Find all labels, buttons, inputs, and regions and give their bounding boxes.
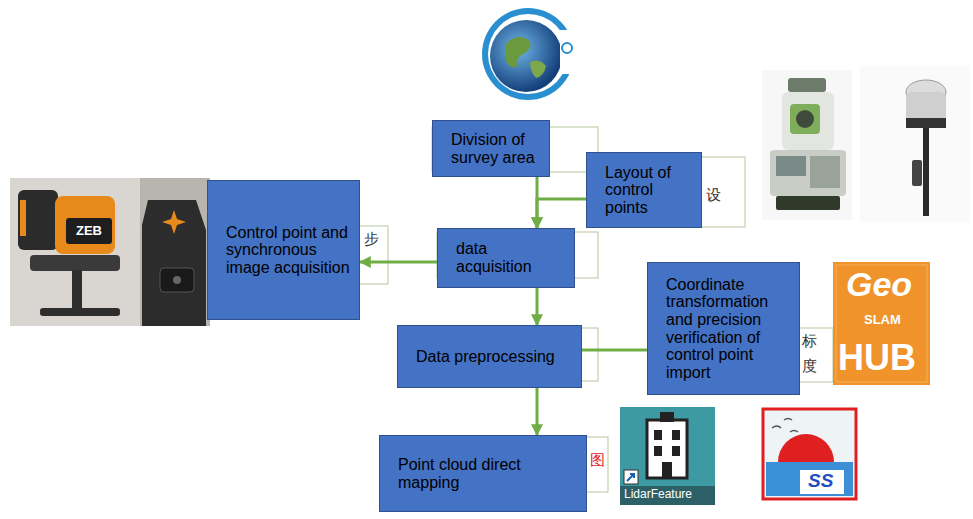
globe-logo — [530, 61, 546, 78]
gnss-receiver-photo — [923, 128, 929, 216]
geoslam-hub-logo — [833, 262, 930, 385]
lidarfeature-icon — [620, 407, 715, 505]
box-text: Layout of control points — [605, 164, 693, 217]
lidarfeature-icon — [654, 430, 662, 440]
box-text: Coordinate transformation and precision … — [666, 276, 791, 382]
geoslam-hub-logo — [833, 262, 930, 385]
gnss-receiver-photo — [860, 66, 970, 222]
process-box: Control point and synchronous image acqu… — [207, 180, 360, 320]
scanner-photo — [18, 190, 58, 250]
lidarfeature-icon — [660, 412, 674, 422]
scanner-photo — [55, 196, 115, 254]
scanner-photo — [30, 255, 120, 271]
total-station-photo — [762, 70, 852, 220]
label-text: 图 — [590, 452, 605, 469]
ss-icon — [778, 434, 834, 462]
ss-icon — [772, 419, 798, 433]
lidarfeature-icon — [620, 486, 715, 505]
globe-logo — [562, 43, 572, 53]
process-box: Division of survey area — [432, 120, 550, 177]
flow-connector — [536, 288, 539, 325]
ss-icon — [766, 462, 853, 496]
process-box: Coordinate transformation and precision … — [647, 262, 800, 395]
geoslam-hub-logo — [836, 265, 927, 382]
label-text: LidarFeature — [624, 488, 692, 501]
ss-icon — [763, 409, 856, 499]
ss-icon — [800, 470, 844, 494]
scanner-photo — [173, 276, 181, 284]
label-text: Geo — [846, 266, 912, 303]
total-station-photo — [790, 104, 820, 134]
total-station-photo — [788, 78, 826, 92]
scanner-photo — [142, 200, 206, 326]
total-station-photo — [776, 196, 840, 210]
label-text: SS — [808, 471, 833, 492]
bracket-outline — [432, 127, 598, 172]
label-text: SLAM — [864, 313, 901, 327]
lidarfeature-icon — [647, 420, 687, 478]
globe-logo — [490, 20, 562, 92]
scanner-photo — [10, 178, 210, 326]
process-box: Data preprocessing — [397, 325, 582, 388]
lidarfeature-icon — [624, 470, 638, 484]
scanner-photo — [10, 178, 210, 326]
gnss-receiver-photo — [860, 66, 970, 222]
scanner-photo — [140, 178, 210, 326]
label-text: 度 — [802, 358, 817, 375]
label-text: ZEB — [76, 224, 102, 238]
process-box: Layout of control points — [586, 152, 702, 228]
gnss-receiver-photo — [906, 92, 946, 122]
globe-logo — [560, 30, 580, 74]
flow-connector — [360, 261, 437, 264]
scanner-photo — [40, 308, 120, 316]
scanner-photo — [66, 218, 112, 244]
box-text: data acquisition — [456, 240, 566, 275]
lidarfeature-icon — [654, 446, 662, 456]
lidarfeature-icon — [672, 430, 680, 440]
label-text: 步 — [364, 231, 379, 248]
box-text: Data preprocessing — [416, 348, 573, 366]
total-station-photo — [776, 156, 806, 176]
flow-connector — [536, 388, 539, 435]
gnss-receiver-photo — [912, 160, 922, 186]
scanner-photo — [72, 270, 82, 310]
label-text: 设 — [706, 187, 721, 204]
total-station-photo — [796, 110, 814, 128]
box-text: Division of survey area — [451, 131, 541, 166]
lidarfeature-icon — [662, 462, 672, 478]
globe-logo — [482, 8, 580, 100]
lidarfeature-icon — [672, 446, 680, 456]
process-box: data acquisition — [437, 228, 575, 288]
flow-connector — [582, 349, 647, 352]
lidarfeature-icon — [620, 407, 715, 505]
scanner-photo — [160, 268, 194, 292]
total-station-photo — [770, 150, 846, 196]
flow-connector — [537, 199, 586, 228]
process-box: Point cloud direct mapping — [379, 435, 587, 512]
total-station-photo — [762, 70, 852, 220]
gnss-receiver-photo — [906, 118, 946, 128]
scanner-photo — [162, 210, 186, 234]
scanner-photo — [20, 200, 26, 236]
box-text: Control point and synchronous image acqu… — [226, 224, 351, 277]
total-station-photo — [782, 92, 834, 150]
globe-logo — [488, 14, 568, 94]
lidarfeature-icon — [627, 474, 634, 481]
globe-logo — [505, 37, 531, 67]
ss-icon — [763, 409, 856, 499]
label-text: HUB — [838, 338, 916, 378]
box-text: Point cloud direct mapping — [398, 456, 578, 491]
total-station-photo — [810, 156, 840, 188]
label-text: 标 — [802, 333, 817, 350]
